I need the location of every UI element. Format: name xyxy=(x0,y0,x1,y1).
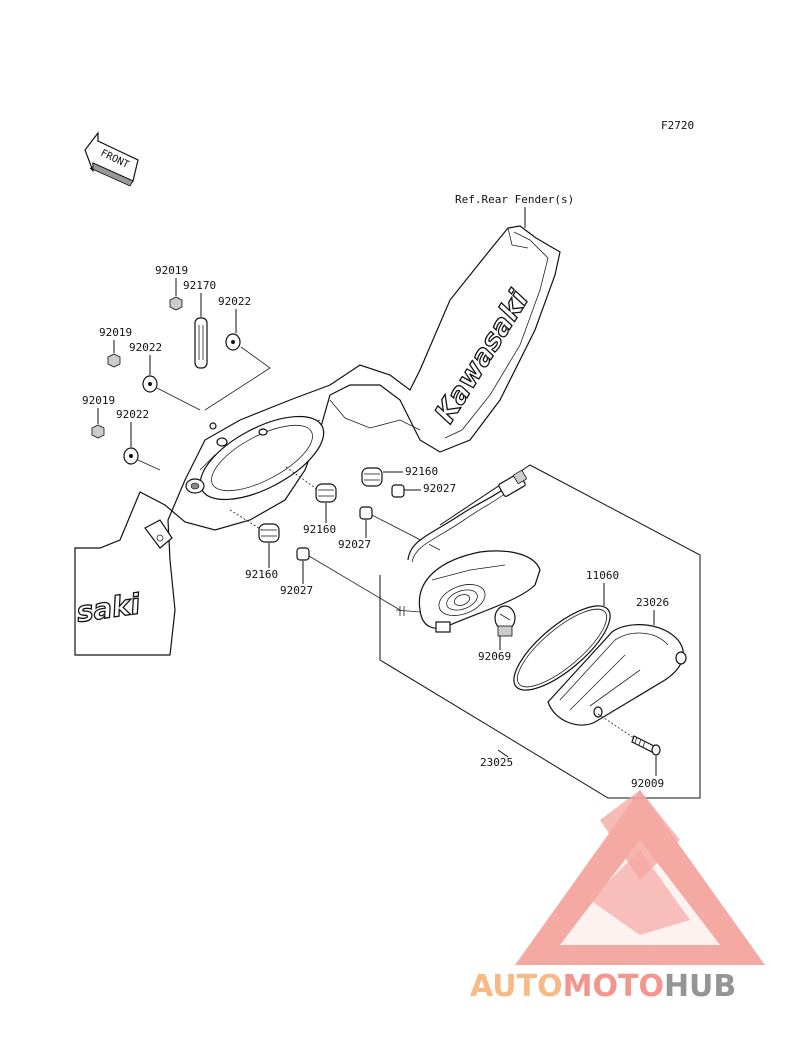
callout-92027-a: 92027 xyxy=(423,482,456,495)
callout-92022-c: 92022 xyxy=(116,408,149,421)
tail-lamp-assembly xyxy=(379,464,701,799)
callout-92022-a: 92022 xyxy=(218,295,251,308)
callout-92160-b: 92160 xyxy=(303,523,336,536)
reference-note: Ref.Rear Fender(s) xyxy=(455,193,574,206)
front-arrow-icon: FRONT xyxy=(84,131,139,187)
bracket-92170 xyxy=(194,317,208,369)
callout-92019-b: 92019 xyxy=(99,326,132,339)
wiring-harness xyxy=(407,470,527,563)
callout-92027-c: 92027 xyxy=(280,584,313,597)
callout-92019-c: 92019 xyxy=(82,394,115,407)
lens-23026 xyxy=(547,624,687,726)
grommet-92160-c xyxy=(258,523,280,543)
callouts-right: 11060 23026 92069 23025 92009 xyxy=(478,569,669,790)
callout-23026: 23026 xyxy=(636,596,669,609)
bulb-92069 xyxy=(494,605,516,637)
nut-92019-a xyxy=(169,296,183,311)
automotohub-watermark: AUTOMOTOHUB xyxy=(470,790,765,1004)
nut-92019-c xyxy=(91,424,105,439)
grommet-92160-b xyxy=(315,483,337,503)
callouts-left: 92019 92170 92022 92019 92022 92019 9202… xyxy=(82,264,251,447)
watermark-word-auto: AUTO xyxy=(470,969,563,1004)
hardware-left xyxy=(91,296,271,471)
rear-fender: Kawasaki saki xyxy=(74,225,561,656)
callouts-middle: 92160 92027 92160 92027 92160 92027 xyxy=(245,465,456,597)
callout-92022-b: 92022 xyxy=(129,341,162,354)
gasket-11060 xyxy=(513,605,611,691)
screw-92009 xyxy=(597,713,661,756)
watermark-word-moto: MOTO xyxy=(563,969,664,1004)
figure-code: F2720 xyxy=(661,119,694,132)
callout-92019-a: 92019 xyxy=(155,264,188,277)
callout-92027-b: 92027 xyxy=(338,538,371,551)
collar-92027-c xyxy=(296,547,310,561)
collar-92027-a xyxy=(391,484,405,498)
callout-23025: 23025 xyxy=(480,756,513,769)
callout-92160-a: 92160 xyxy=(405,465,438,478)
lamp-housing xyxy=(395,550,541,633)
callout-11060: 11060 xyxy=(586,569,619,582)
grommets-collars xyxy=(229,466,441,611)
watermark-triangle-icon xyxy=(515,790,765,965)
svg-text:AUTOMOTOHUB: AUTOMOTOHUB xyxy=(470,969,736,1004)
grommet-92160-a xyxy=(361,467,383,487)
watermark-word-hub: HUB xyxy=(664,969,736,1004)
nut-92019-b xyxy=(107,353,121,368)
callout-92160-c: 92160 xyxy=(245,568,278,581)
collar-92027-b xyxy=(359,506,373,520)
callout-92009: 92009 xyxy=(631,777,664,790)
callout-92069: 92069 xyxy=(478,650,511,663)
callout-92170: 92170 xyxy=(183,279,216,292)
